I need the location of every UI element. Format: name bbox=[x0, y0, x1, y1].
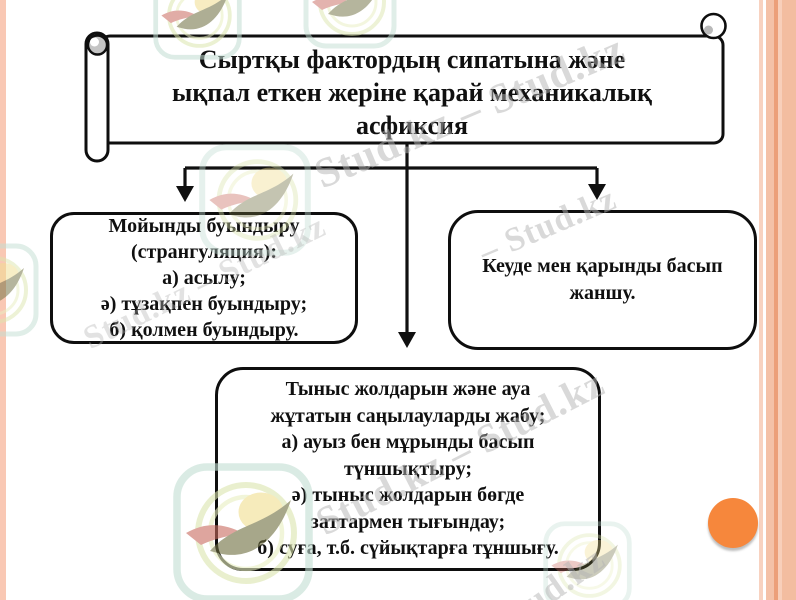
scroll-left-curl-highlight bbox=[90, 37, 99, 47]
scroll-curl-shadow bbox=[704, 25, 713, 35]
box-strangulation: Мойынды буындыру (странгуляция): а) асыл… bbox=[50, 212, 358, 344]
box-chest-compression: Кеуде мен қарынды басып жаншу. bbox=[448, 210, 757, 350]
arrowheads bbox=[176, 184, 606, 348]
scroll-left-roll bbox=[84, 31, 110, 163]
arrowhead-left bbox=[176, 186, 194, 202]
box-airway-obstruction-text: Тыныс жолдарын және ауа жұтатын саңылаул… bbox=[257, 378, 559, 560]
arrowhead-right bbox=[588, 184, 606, 200]
orange-dot bbox=[708, 498, 758, 548]
right-border-stripes bbox=[757, 0, 796, 600]
box-airway-obstruction: Тыныс жолдарын және ауа жұтатын саңылаул… bbox=[215, 367, 601, 571]
arrowhead-center bbox=[398, 332, 416, 348]
title: Сыртқы фактордың сипатына және ықпал етк… bbox=[172, 44, 652, 140]
box-chest-compression-text: Кеуде мен қарынды басып жаншу. bbox=[482, 255, 723, 304]
box-strangulation-text: Мойынды буындыру (странгуляция): а) асыл… bbox=[100, 215, 308, 341]
scroll-banner-shape bbox=[84, 12, 727, 163]
scroll-top-right-curl bbox=[700, 12, 727, 40]
